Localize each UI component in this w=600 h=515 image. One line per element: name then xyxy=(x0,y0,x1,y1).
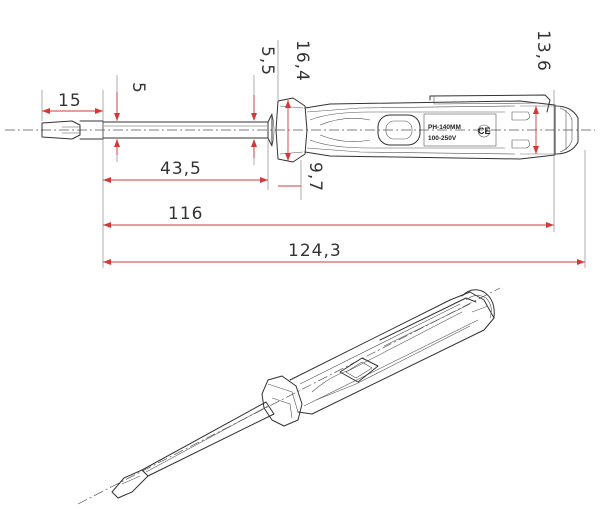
pocket-clip xyxy=(429,94,551,113)
side-view: PH-140MM 100-250V CE xyxy=(5,94,595,163)
isometric-view xyxy=(77,287,501,505)
indicator-window xyxy=(377,114,421,146)
collar xyxy=(275,97,308,163)
dim-cap-diameter: 13,6 xyxy=(533,30,553,72)
collar-neck xyxy=(267,113,273,147)
dim-shaft-length: 43,5 xyxy=(160,159,202,179)
dim-tip-length: 15 xyxy=(58,91,82,111)
end-cap xyxy=(554,105,579,155)
handle xyxy=(304,100,556,160)
label-panel xyxy=(423,113,497,147)
iso-center-line xyxy=(77,287,501,505)
model-label: PH-140MM xyxy=(428,124,461,131)
iso-collar xyxy=(261,375,303,427)
dimension-labels: 15 5 43,5 5,5 16,4 9,7 13,6 116 124,3 xyxy=(58,30,553,261)
iso-handle xyxy=(289,291,495,415)
iso-shaft xyxy=(141,401,275,477)
iso-pocket-clip xyxy=(379,297,477,341)
dim-collar-inner: 5,5 xyxy=(257,46,277,76)
iso-indicator-window xyxy=(339,357,379,383)
dim-blade-length: 116 xyxy=(168,204,203,224)
dimension-lines xyxy=(42,92,585,265)
blade-tip xyxy=(41,120,81,140)
iso-end-cap xyxy=(461,289,495,319)
dim-shaft-diameter: 5 xyxy=(128,82,148,94)
ce-mark: CE xyxy=(478,126,491,136)
dim-collar-width: 9,7 xyxy=(305,162,325,192)
dim-collar-height: 16,4 xyxy=(292,40,312,82)
voltage-label: 100-250V xyxy=(428,135,457,142)
dim-total-length: 124,3 xyxy=(288,241,342,261)
